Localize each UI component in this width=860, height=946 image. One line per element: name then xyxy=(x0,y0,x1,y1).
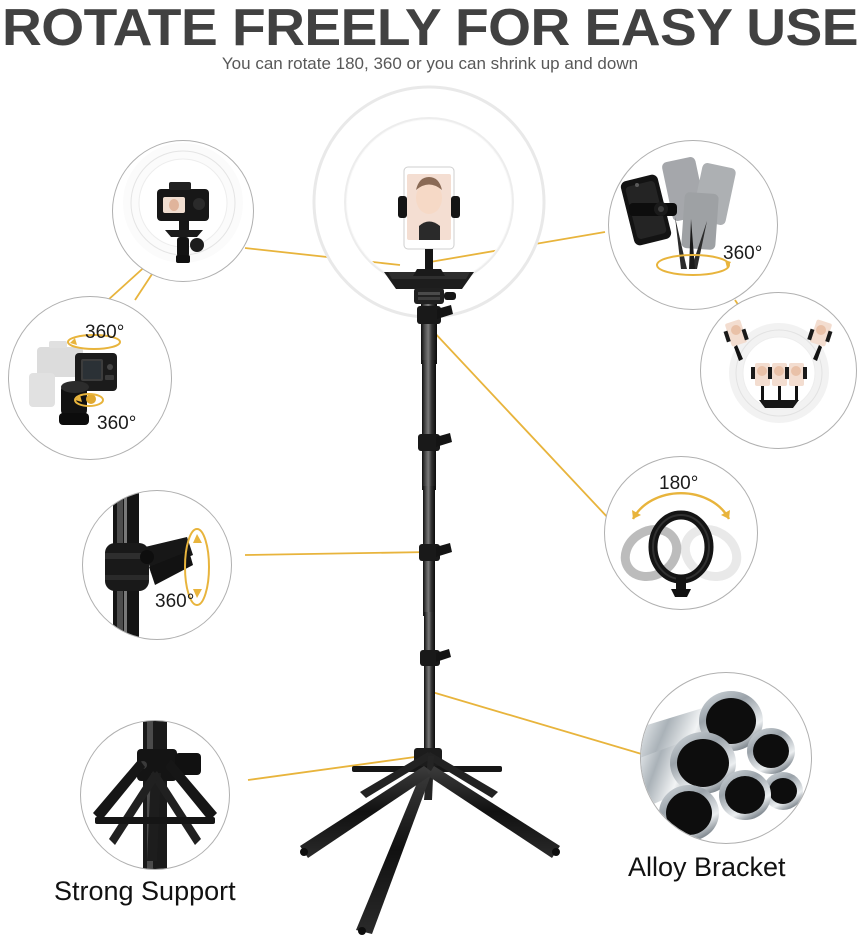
caption-alloy-bracket: Alloy Bracket xyxy=(628,852,786,882)
caption-strong-support: Strong Support xyxy=(54,876,236,906)
callout-phone-holder-rotation: 360° xyxy=(608,140,778,310)
degree-label-360-top: 360° xyxy=(85,322,125,343)
tube-bundle-icon xyxy=(641,691,803,841)
degree-label-360: 360° xyxy=(155,591,195,612)
ghost-camera-icon xyxy=(29,341,83,407)
phone-position-upper-left xyxy=(723,319,749,361)
telescoping-pole xyxy=(421,304,437,752)
degree-label-360-bottom: 360° xyxy=(97,413,137,434)
rotation-arc-icon xyxy=(656,254,731,276)
phone-holder xyxy=(398,166,460,276)
rotation-arrow-icon xyxy=(184,528,210,606)
phone-holder-icon xyxy=(620,174,677,246)
pole-clamp-knob xyxy=(418,433,452,451)
callout-alloy-tube-cross-section xyxy=(640,672,812,844)
phone-position-center-right xyxy=(785,363,807,400)
degree-label-360: 360° xyxy=(723,243,763,264)
pole-clamp-knob xyxy=(420,649,451,666)
ring-light-base-plate xyxy=(384,272,474,289)
tripod-legs-icon xyxy=(93,759,217,861)
phone-position-upper-right xyxy=(807,319,833,361)
page-title: ROTATE FREELY FOR EASY USE xyxy=(1,0,859,57)
clamp-collar-icon xyxy=(105,543,149,591)
callout-camera-ball-head-rotation: 360° 360° xyxy=(8,296,172,460)
tilt-arc-icon xyxy=(631,492,731,520)
ball-head-rotation-arc-top xyxy=(67,334,121,350)
clamp-lever-icon xyxy=(140,537,193,585)
dslr-camera-icon xyxy=(157,182,209,237)
page-subtitle: You can rotate 180, 360 or you can shrin… xyxy=(221,54,639,73)
callout-ring-light-with-dslr-camera xyxy=(112,140,254,282)
ring-neck-joint xyxy=(414,288,456,304)
callout-ring-light-phone-mount-positions xyxy=(700,292,857,449)
dslr-camera-icon xyxy=(75,353,117,391)
ball-head-rotation-arc-bottom xyxy=(74,393,104,407)
callout-tripod-leg-hub-detail xyxy=(80,720,230,870)
pole-clamp-knobs xyxy=(417,305,453,666)
callout-ring-light-tilt-rotation: 180° xyxy=(604,456,758,610)
ball-head-mount-icon xyxy=(176,237,204,263)
tripod-base xyxy=(300,748,560,935)
ring-center-icon xyxy=(648,510,714,597)
degree-label-180: 180° xyxy=(659,473,699,494)
pole-clamp-knob xyxy=(419,543,452,561)
callout-pole-clamp-knob-rotation: 360° xyxy=(82,490,232,640)
ring-light-body xyxy=(312,85,546,319)
pole-clamp-knob xyxy=(417,305,453,324)
